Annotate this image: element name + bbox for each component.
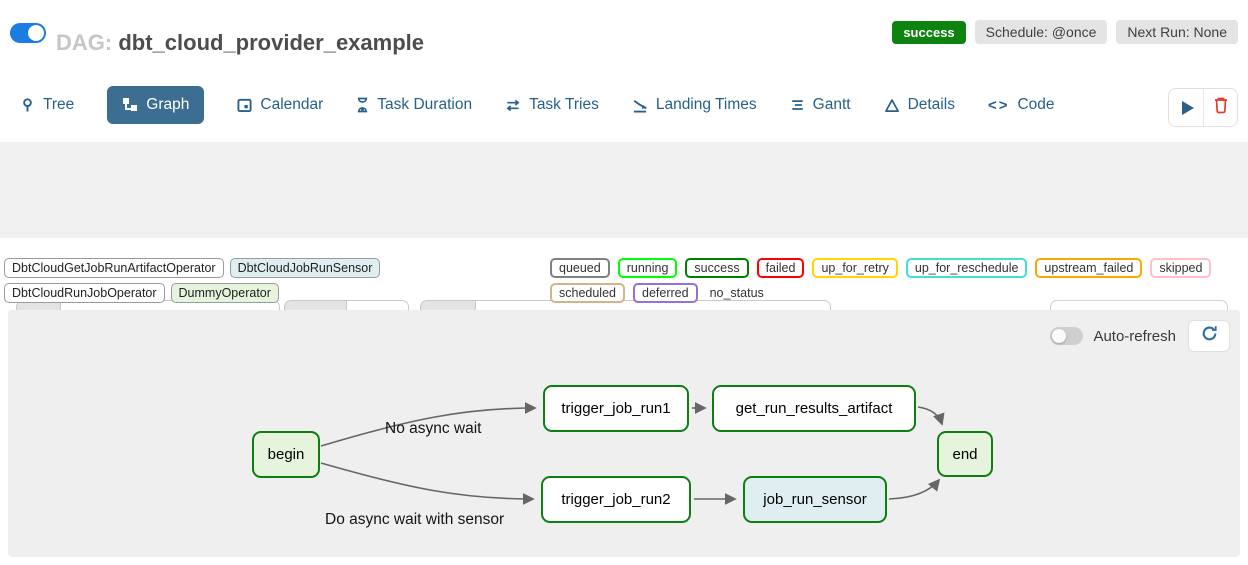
dag-action-buttons (1168, 88, 1238, 127)
schedule-badge[interactable]: Schedule: @once (974, 20, 1108, 44)
tab-graph[interactable]: Graph (107, 86, 205, 124)
dag-prefix-label: DAG: (56, 30, 113, 55)
operator-legend-item: DbtCloudGetJobRunArtifactOperator (4, 258, 224, 278)
dag-edges (320, 402, 945, 505)
play-icon (1181, 100, 1194, 115)
task-node-trigger-job-run1[interactable]: trigger_job_run1 (543, 385, 689, 432)
graph-panel: Auto-refresh begin trigger_job_run1 get_… (8, 310, 1240, 557)
operator-legend-item: DbtCloudJobRunSensor (229, 258, 381, 278)
dag-header: DAG: dbt_cloud_provider_example success … (0, 0, 1248, 62)
task-node-job-run-sensor[interactable]: job_run_sensor (743, 476, 887, 523)
state-legend-item: success (685, 258, 749, 278)
state-legend-item: deferred (633, 283, 698, 303)
dag-pause-toggle[interactable] (10, 23, 46, 43)
graph-icon (122, 97, 138, 113)
state-legend-item: running (617, 258, 678, 278)
tab-task-duration[interactable]: Task Duration (356, 96, 472, 114)
tab-label: Calendar (260, 96, 324, 113)
state-legend: queued running success failed up_for_ret… (550, 258, 1240, 303)
task-node-end[interactable]: end (937, 431, 993, 477)
page-title: DAG: dbt_cloud_provider_example (56, 30, 424, 56)
tab-label: Details (907, 96, 955, 113)
sync-arrows-icon (505, 98, 521, 113)
state-legend-item: up_for_reschedule (905, 258, 1028, 278)
bars-icon (790, 98, 805, 112)
trigger-dag-button[interactable] (1169, 89, 1203, 126)
operator-legend: DbtCloudGetJobRunArtifactOperator DbtClo… (4, 258, 544, 303)
task-node-begin[interactable]: begin (252, 431, 320, 478)
delete-dag-button[interactable] (1203, 89, 1237, 126)
edge-label-do-async-wait: Do async wait with sensor (325, 511, 505, 528)
tab-calendar[interactable]: Calendar (237, 96, 323, 114)
tab-landing-times[interactable]: Landing Times (632, 96, 757, 114)
tab-gantt[interactable]: Gantt (790, 96, 851, 114)
tab-task-tries[interactable]: Task Tries (505, 96, 599, 114)
tab-label: Task Duration (377, 96, 473, 113)
task-node-get-run-results-artifact[interactable]: get_run_results_artifact (712, 385, 916, 432)
next-run-badge: Next Run: None (1116, 20, 1238, 44)
trash-icon (1213, 96, 1229, 119)
tab-details[interactable]: Details (884, 96, 955, 114)
header-badges: success Schedule: @once Next Run: None (892, 20, 1238, 44)
calendar-icon (237, 97, 252, 113)
state-legend-item: upstream_failed (1035, 258, 1143, 278)
tab-label: Task Tries (529, 96, 599, 113)
tab-label: Gantt (812, 96, 851, 113)
toggle-knob (28, 25, 44, 41)
state-legend-item: failed (756, 258, 805, 278)
state-legend-item: skipped (1150, 258, 1212, 278)
tab-tree[interactable]: Tree (20, 96, 74, 114)
task-node-trigger-job-run2[interactable]: trigger_job_run2 (541, 476, 691, 523)
tab-code[interactable]: <> Code (988, 96, 1055, 114)
refresh-controls: Auto-refresh (1050, 320, 1230, 352)
triangle-icon (884, 98, 900, 113)
status-badge: success (892, 20, 966, 44)
tab-label: Code (1017, 96, 1055, 113)
auto-refresh-toggle[interactable] (1050, 327, 1084, 345)
dag-name: dbt_cloud_provider_example (118, 30, 424, 55)
hourglass-icon (356, 97, 369, 113)
filter-bar: 2022-03-15T15:14:21Z Runs 25 Run manual_… (0, 142, 1248, 369)
state-legend-item: no_status (709, 286, 764, 300)
state-legend-item: up_for_retry (812, 258, 898, 278)
state-legend-item: scheduled (550, 283, 625, 303)
state-legend-item: queued (550, 258, 610, 278)
pin-icon (20, 97, 35, 113)
toggle-knob (1052, 329, 1067, 343)
tab-label: Tree (43, 96, 75, 113)
tab-label: Landing Times (655, 96, 757, 113)
angle-brackets-icon: <> (987, 96, 1010, 114)
auto-refresh-label: Auto-refresh (1093, 327, 1176, 345)
operator-legend-item: DbtCloudRunJobOperator (4, 283, 165, 303)
operator-legend-item: DummyOperator (170, 283, 279, 303)
tab-label: Graph (146, 96, 190, 113)
edge-label-no-async-wait: No async wait (385, 420, 482, 437)
view-tabs: Tree Graph Calendar Task Duration Task T… (20, 86, 1055, 124)
refresh-button[interactable] (1188, 320, 1230, 352)
plane-landing-icon (632, 98, 648, 113)
refresh-icon (1201, 325, 1218, 347)
